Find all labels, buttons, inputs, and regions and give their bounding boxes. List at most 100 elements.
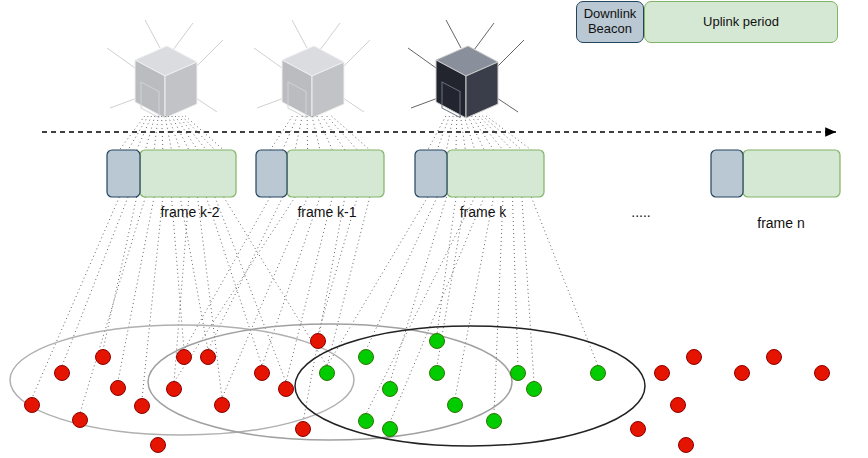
- device-dot: [448, 398, 463, 413]
- device-dot: [359, 414, 374, 429]
- uplink-box: [140, 150, 236, 197]
- link-line: [119, 116, 144, 150]
- link-line: [494, 197, 503, 414]
- link-line: [486, 116, 531, 150]
- cubesat: [408, 20, 524, 118]
- link-line: [464, 116, 475, 150]
- link-line: [307, 116, 308, 150]
- link-line: [322, 116, 345, 150]
- device-dot: [679, 438, 694, 453]
- link-line: [390, 197, 484, 422]
- link-line: [154, 116, 158, 150]
- device-dot: [655, 366, 670, 381]
- box-label: Downlink Beacon: [580, 7, 640, 37]
- device-dot: [167, 382, 182, 397]
- device-dot: [359, 350, 374, 365]
- link-line: [118, 197, 154, 381]
- box-label: Uplink period: [703, 15, 779, 30]
- link-line: [531, 197, 598, 366]
- device-dot: [201, 350, 216, 365]
- device-dot: [430, 334, 445, 349]
- link-lines: [32, 116, 598, 422]
- link-line: [128, 116, 148, 150]
- link-line: [455, 116, 457, 150]
- link-line: [283, 116, 298, 150]
- link-line: [461, 116, 466, 150]
- device-dot: [487, 414, 502, 429]
- device-dot: [111, 381, 126, 396]
- link-line: [286, 197, 332, 382]
- device-dot: [735, 366, 750, 381]
- device-dot: [815, 366, 830, 381]
- frame-label: .....: [631, 204, 650, 220]
- device-dot: [383, 382, 398, 397]
- link-line: [522, 197, 534, 382]
- devices: [25, 334, 830, 453]
- link-line: [198, 197, 222, 398]
- uplink-box: [743, 150, 840, 197]
- beacon-box: [107, 150, 140, 197]
- device-dot: [767, 350, 782, 365]
- link-line: [312, 116, 320, 150]
- link-line: [168, 116, 180, 150]
- link-line: [206, 197, 262, 366]
- link-line: [62, 197, 128, 366]
- link-line: [295, 116, 302, 150]
- cubesat: [254, 20, 370, 118]
- link-line: [327, 197, 370, 366]
- frame-label: frame k-2: [160, 204, 219, 220]
- link-line: [303, 197, 345, 422]
- link-line: [327, 197, 428, 366]
- device-dot: [25, 398, 40, 413]
- link-line: [145, 116, 154, 150]
- link-line: [270, 116, 292, 150]
- link-line: [165, 116, 172, 150]
- device-dot: [527, 382, 542, 397]
- link-line: [182, 116, 215, 150]
- link-line: [215, 197, 286, 382]
- link-line: [175, 116, 197, 150]
- beacon-box: [711, 150, 743, 197]
- coverage-ellipse: [10, 325, 354, 435]
- link-line: [468, 116, 484, 150]
- link-line: [512, 197, 518, 366]
- link-line: [137, 116, 152, 150]
- link-line: [327, 116, 358, 150]
- link-line: [32, 197, 119, 398]
- coverage-ellipse: [295, 326, 645, 446]
- device-dot: [177, 350, 192, 365]
- link-line: [479, 116, 513, 150]
- link-line: [317, 116, 333, 150]
- link-line: [390, 197, 447, 382]
- device-dot: [279, 382, 294, 397]
- device-dot: [55, 366, 70, 381]
- link-line: [174, 197, 295, 382]
- device-dot: [255, 366, 270, 381]
- cubesat: [107, 20, 223, 118]
- link-line: [475, 116, 503, 150]
- device-dot: [591, 366, 606, 381]
- link-line: [222, 197, 308, 398]
- uplink-box: [287, 150, 384, 197]
- frame-label: frame k: [460, 204, 507, 220]
- device-dot: [215, 398, 230, 413]
- device-dot: [73, 413, 88, 428]
- link-line: [447, 116, 454, 150]
- device-dot: [151, 438, 166, 453]
- link-line: [179, 116, 207, 150]
- link-line: [437, 116, 449, 150]
- link-line: [332, 116, 370, 150]
- device-dot: [687, 350, 702, 365]
- link-line: [185, 116, 223, 150]
- link-line: [483, 116, 522, 150]
- link-line: [162, 116, 163, 150]
- beacon-box: [415, 150, 447, 197]
- device-dot: [430, 366, 445, 381]
- device-dot: [135, 399, 150, 414]
- device-dot: [671, 398, 686, 413]
- device-dot: [311, 334, 326, 349]
- device-dot: [383, 422, 398, 437]
- device-dot: [320, 366, 335, 381]
- link-line: [472, 116, 494, 150]
